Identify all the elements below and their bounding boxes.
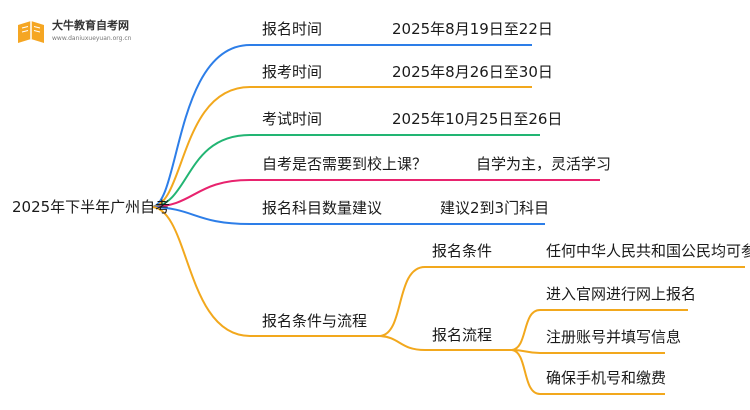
branch-label-attendance: 自考是否需要到校上课？ bbox=[262, 155, 428, 173]
sub-label-process: 报名流程 bbox=[432, 326, 493, 344]
sub-label-conditions: 报名条件 bbox=[432, 242, 493, 260]
connector-sub-1 bbox=[379, 335, 512, 351]
connector-leaf-0 bbox=[511, 309, 688, 351]
branch-label-registration-time: 报名时间 bbox=[262, 20, 323, 38]
watermark-logo bbox=[14, 17, 48, 51]
branch-label-subject-count: 报名科目数量建议 bbox=[262, 199, 383, 217]
watermark-title: 大牛教育自考网 bbox=[52, 19, 129, 32]
branch-value-exam-time: 2025年10月25日至26日 bbox=[392, 110, 563, 128]
branch-value-application-time: 2025年8月26日至30日 bbox=[392, 63, 553, 81]
branch-value-registration-time: 2025年8月19日至22日 bbox=[392, 20, 553, 38]
connector-branch-5 bbox=[151, 206, 380, 337]
connector-branch-4 bbox=[151, 206, 545, 225]
branch-label-conditions-process: 报名条件与流程 bbox=[262, 312, 368, 330]
connector-branch-2 bbox=[151, 134, 540, 208]
watermark-url: www.daniuxueyuan.org.cn bbox=[52, 35, 132, 42]
connector-sub-0 bbox=[379, 266, 745, 337]
connector-branch-1 bbox=[151, 86, 532, 208]
root-topic: 2025年下半年广州自考 bbox=[12, 198, 171, 216]
connector-leaf-1 bbox=[511, 349, 665, 354]
leaf-conditions-item: 任何中华人民共和国公民均可参加 bbox=[546, 242, 750, 260]
branch-value-attendance: 自学为主，灵活学习 bbox=[476, 155, 612, 173]
book-icon bbox=[18, 21, 44, 43]
connector-leaf-2 bbox=[511, 349, 665, 395]
leaf-process-item: 确保手机号和缴费 bbox=[546, 369, 667, 387]
branch-value-subject-count: 建议2到3门科目 bbox=[440, 199, 550, 217]
branch-label-exam-time: 考试时间 bbox=[262, 110, 323, 128]
branch-label-application-time: 报考时间 bbox=[262, 63, 323, 81]
leaf-process-item: 注册账号并填写信息 bbox=[546, 328, 682, 346]
connector-branch-0 bbox=[151, 44, 532, 208]
leaf-process-item: 进入官网进行网上报名 bbox=[546, 285, 697, 303]
connector-branch-3 bbox=[151, 179, 600, 208]
